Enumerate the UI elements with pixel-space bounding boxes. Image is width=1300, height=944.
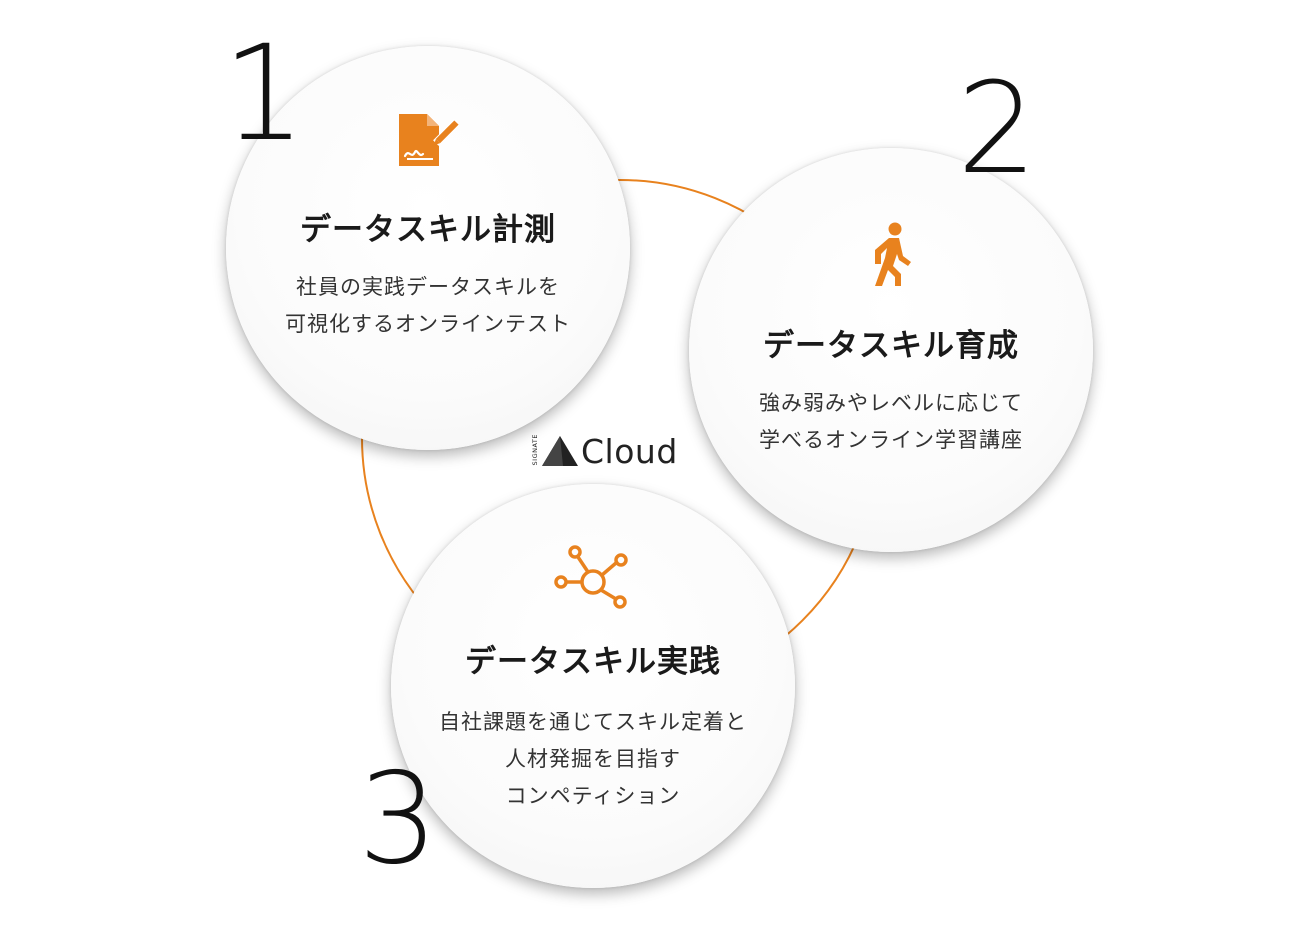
step-title: データスキル計測 <box>300 212 556 248</box>
step-number-3: 3 <box>358 745 439 892</box>
step-description: 自社課題を通じてスキル定着と 人材発掘を目指す コンペティション <box>391 704 795 815</box>
logo-product-text: Cloud <box>581 432 678 471</box>
step-description-line: 社員の実践データスキルを <box>296 275 560 299</box>
step-description-line: 自社課題を通じてスキル定着と <box>439 710 747 734</box>
step-description: 強み弱みやレベルに応じて 学べるオンライン学習講座 <box>689 385 1093 459</box>
document-edit-icon <box>399 114 459 166</box>
step-circle-skill-measurement: データスキル計測 社員の実践データスキルを 可視化するオンラインテスト <box>226 46 630 450</box>
walking-person-icon <box>875 222 911 286</box>
step-number-1: 1 <box>222 17 306 171</box>
step-title: データスキル実践 <box>465 644 721 680</box>
logo-triangle-icon <box>542 436 578 466</box>
signate-cloud-logo: SIGNATE Cloud <box>531 432 691 472</box>
network-nodes-icon <box>554 545 628 609</box>
step-circle-skill-development: データスキル育成 強み弱みやレベルに応じて 学べるオンライン学習講座 <box>689 148 1093 552</box>
step-description-line: 強み弱みやレベルに応じて <box>759 391 1023 415</box>
logo-brand-text: SIGNATE <box>531 434 539 466</box>
step-description-line: 学べるオンライン学習講座 <box>759 428 1023 452</box>
step-description-line: 可視化するオンラインテスト <box>285 312 571 336</box>
step-description: 社員の実践データスキルを 可視化するオンラインテスト <box>226 269 630 343</box>
step-circle-skill-practice: データスキル実践 自社課題を通じてスキル定着と 人材発掘を目指す コンペティショ… <box>391 484 795 888</box>
step-description-line: 人材発掘を目指す <box>505 747 681 771</box>
step-description-line: コンペティション <box>505 784 681 808</box>
step-number-2: 2 <box>957 55 1038 202</box>
step-title: データスキル育成 <box>763 328 1019 364</box>
